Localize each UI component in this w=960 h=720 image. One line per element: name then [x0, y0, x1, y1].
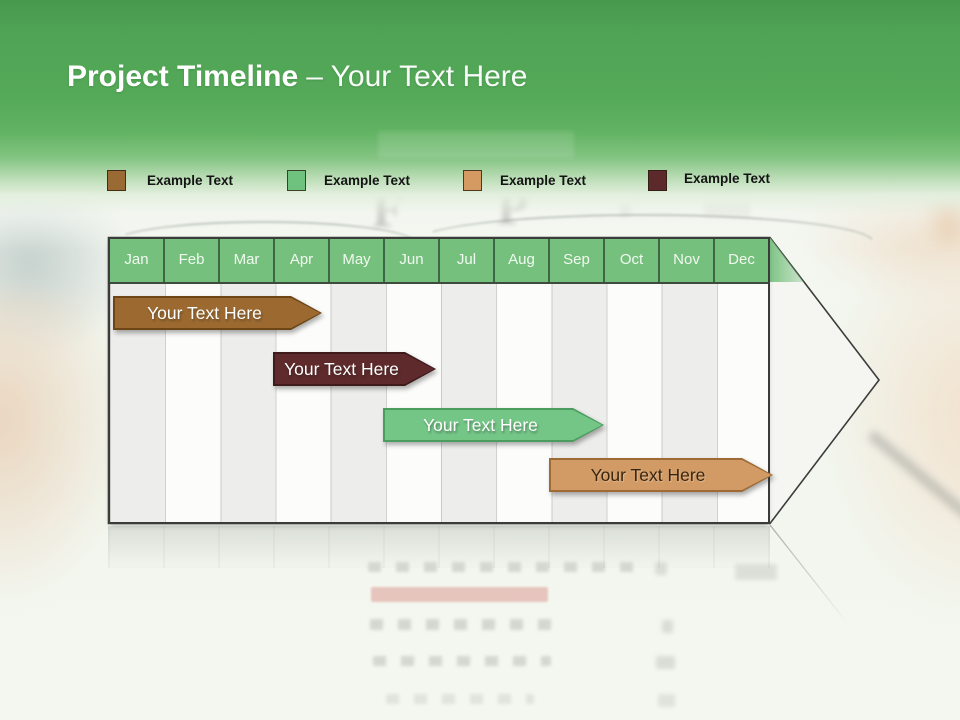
month-cell-jul[interactable]: Jul — [440, 239, 495, 282]
page-title[interactable]: Project Timeline– Your Text Here — [67, 60, 527, 94]
timeline-bar-2-label: Your Text Here — [284, 358, 399, 379]
month-cell-aug[interactable]: Aug — [495, 239, 550, 282]
legend-swatch-2[interactable] — [287, 170, 306, 191]
legend-swatch-4[interactable] — [648, 170, 667, 191]
month-cell-nov[interactable]: Nov — [660, 239, 715, 282]
arrow-header-green-fade — [769, 238, 821, 282]
timeline-bar-4-border — [549, 458, 773, 492]
timeline-bar-2-fill — [275, 354, 434, 384]
timeline-bar-1[interactable]: Your Text Here — [113, 296, 322, 330]
timeline-bar-1-border — [113, 296, 322, 330]
title-main: Project Timeline — [67, 60, 299, 93]
timeline-bar-4-fill — [551, 460, 771, 490]
timeline-table[interactable]: Jan Feb Mar Apr May Jun Jul Aug Sep Oct … — [108, 237, 770, 524]
timeline-bar-3-border — [383, 408, 604, 442]
legend-label-4[interactable]: Example Text — [684, 171, 771, 186]
title-subtitle: – Your Text Here — [306, 60, 528, 93]
month-header-row: Jan Feb Mar Apr May Jun Jul Aug Sep Oct … — [110, 239, 768, 284]
month-cell-apr[interactable]: Apr — [275, 239, 330, 282]
timeline-bar-2[interactable]: Your Text Here — [273, 352, 436, 386]
timeline-bar-3[interactable]: Your Text Here — [383, 408, 604, 442]
month-cell-mar[interactable]: Mar — [220, 239, 275, 282]
timeline-bar-4[interactable]: Your Text Here — [549, 458, 773, 492]
timeline-bar-2-border — [273, 352, 436, 386]
month-cell-sep[interactable]: Sep — [550, 239, 605, 282]
timeline-bar-4-label: Your Text Here — [590, 464, 706, 485]
timeline-bar-3-label: Your Text Here — [423, 414, 538, 435]
month-cell-may[interactable]: May — [330, 239, 385, 282]
month-cell-feb[interactable]: Feb — [165, 239, 220, 282]
legend-label-3[interactable]: Example Text — [500, 173, 587, 188]
legend-label-1[interactable]: Example Text — [147, 173, 234, 188]
legend-swatch-1[interactable] — [107, 170, 126, 191]
month-cell-jan[interactable]: Jan — [110, 239, 165, 282]
timeline-bar-1-fill — [115, 298, 320, 328]
month-cell-jun[interactable]: Jun — [385, 239, 440, 282]
timeline-bar-3-fill — [385, 410, 602, 440]
month-cell-dec[interactable]: Dec — [728, 251, 755, 268]
arrow-reflection-edge — [769, 524, 849, 625]
legend-swatch-3[interactable] — [463, 170, 482, 191]
legend-label-2[interactable]: Example Text — [324, 173, 411, 188]
month-cell-oct[interactable]: Oct — [605, 239, 660, 282]
timeline-bar-1-label: Your Text Here — [147, 302, 262, 323]
